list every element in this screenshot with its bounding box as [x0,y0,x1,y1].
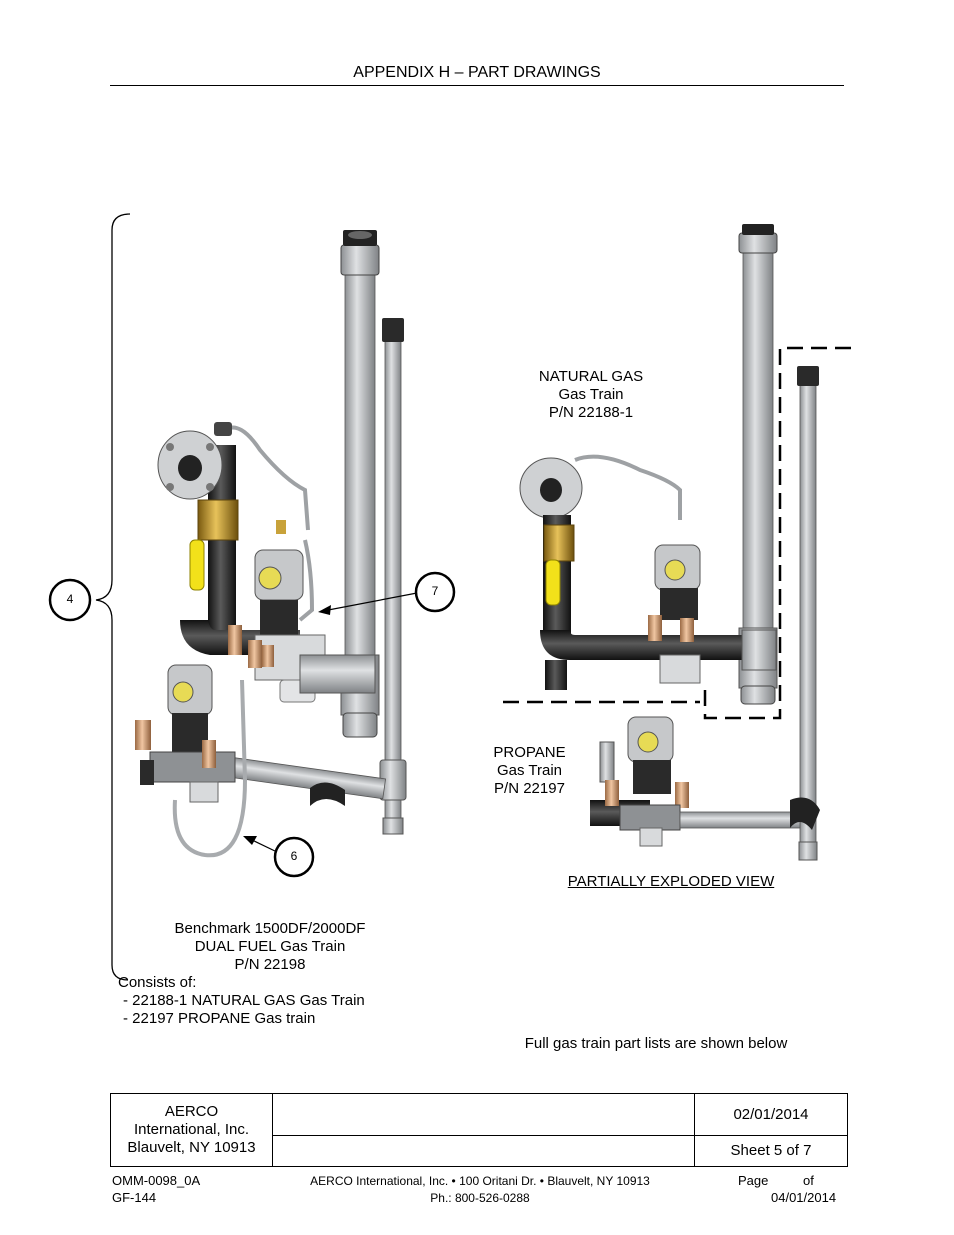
consists-line-2: - 22188-1 NATURAL GAS Gas Train [123,992,365,1009]
title-block-mid-top [273,1094,695,1136]
propane-line-1: PROPANE [493,744,566,761]
exploded-view-label: PARTIALLY EXPLODED VIEW [567,873,775,890]
callout-6-circle [273,836,315,878]
callout-7: 7 [431,584,439,598]
company-line-1: AERCO [164,1103,219,1120]
natural-gas-line-2: Gas Train [558,386,624,403]
natural-gas-label: NATURAL GAS Gas Train P/N 22188-1 [511,368,671,422]
consists-of-list: Consists of: - 22188-1 NATURAL GAS Gas T… [118,974,418,1028]
natural-gas-line-3: P/N 22188-1 [548,404,634,421]
footer-doc-id: OMM-0098_0A [112,1173,201,1188]
natural-gas-line-1: NATURAL GAS [538,368,644,385]
title-block: AERCO International, Inc. Blauvelt, NY 1… [110,1093,848,1167]
footer-of-label: of [803,1173,814,1188]
callout-4: 4 [66,592,74,606]
title-block-mid-bottom [273,1136,695,1166]
footer-address: AERCO International, Inc. • 100 Oritani … [310,1174,650,1188]
benchmark-line-2: DUAL FUEL Gas Train [194,938,346,955]
footer-page-label: Page [738,1173,769,1188]
benchmark-line-3: P/N 22198 [234,956,306,973]
title-block-date: 02/01/2014 [695,1094,847,1136]
callout-6: 6 [290,849,298,863]
consists-line-1: Consists of: [118,974,197,991]
company-line-2: International, Inc. [133,1121,250,1138]
propane-label: PROPANE Gas Train P/N 22197 [482,744,577,798]
callout-4-circle [48,578,92,622]
title-block-sheet: Sheet 5 of 7 [730,1142,812,1159]
header-rule [110,85,844,86]
benchmark-line-1: Benchmark 1500DF/2000DF [174,920,366,937]
footer-phone: Ph.: 800-526-0288 [430,1191,530,1205]
company-line-3: Blauvelt, NY 10913 [127,1139,256,1156]
callout-7-circle [414,571,456,613]
full-lists-note: Full gas train part lists are shown belo… [524,1035,788,1052]
title-block-company: AERCO International, Inc. Blauvelt, NY 1… [111,1094,273,1166]
footer-form-id: GF-144 [112,1190,157,1205]
benchmark-label: Benchmark 1500DF/2000DF DUAL FUEL Gas Tr… [150,920,390,974]
page-header-title: APPENDIX H – PART DRAWINGS [353,64,601,81]
footer-date: 04/01/2014 [771,1190,837,1205]
consists-line-3: - 22197 PROPANE Gas train [123,1010,316,1027]
propane-line-2: Gas Train [496,762,563,779]
propane-line-3: P/N 22197 [494,780,565,797]
